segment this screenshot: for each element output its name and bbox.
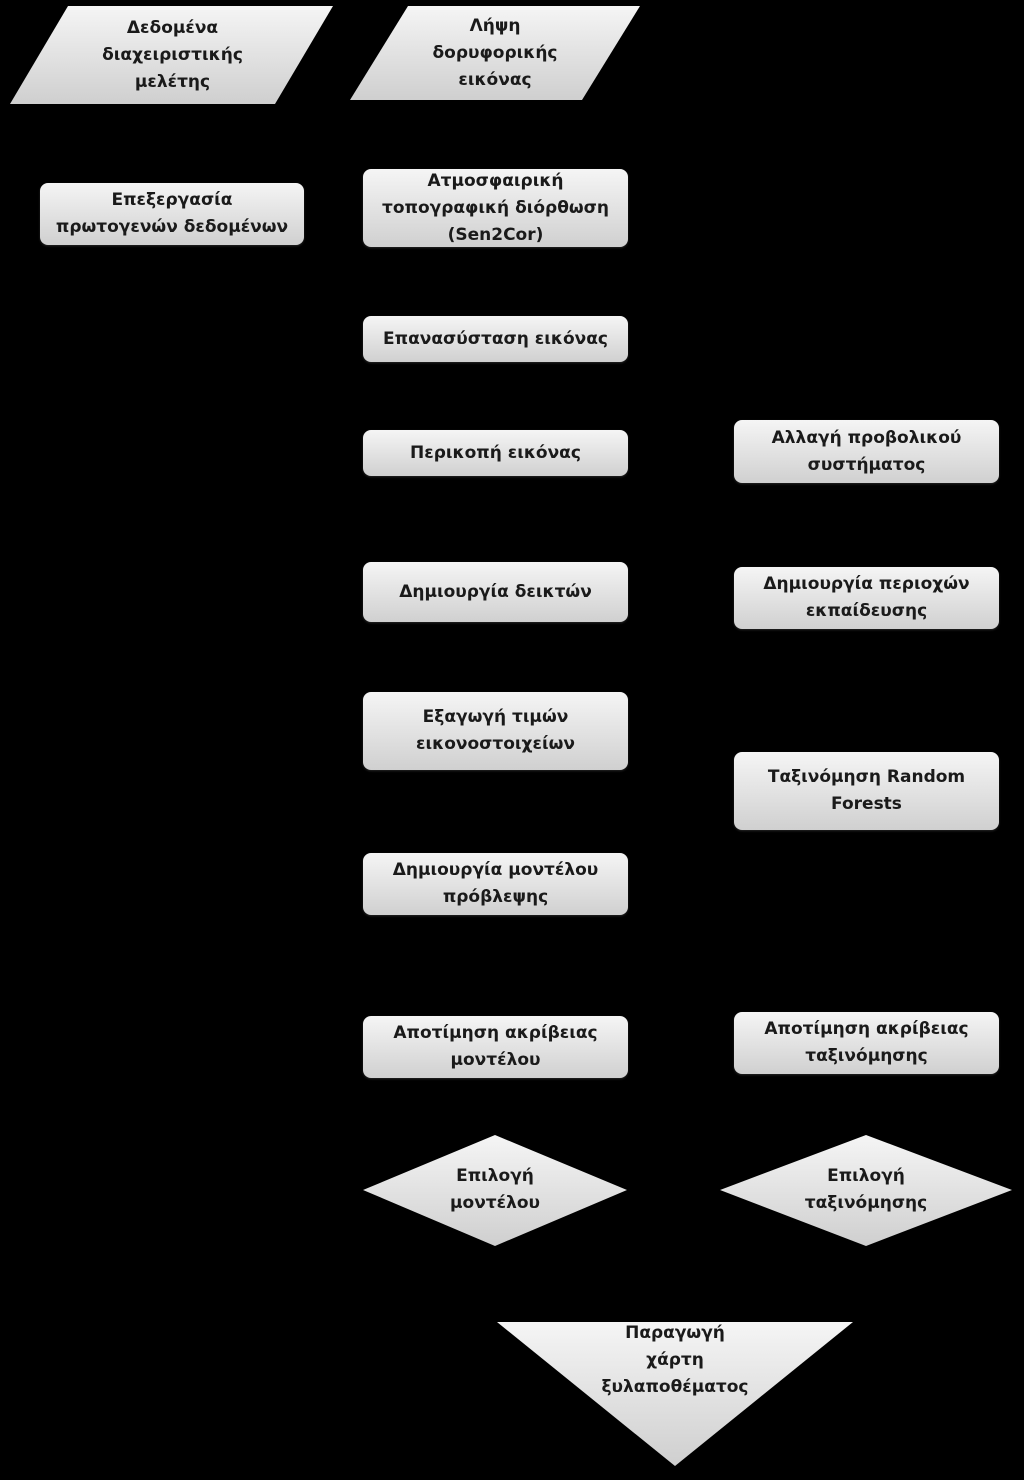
raw-processing-node: Επεξεργασία πρωτογενών δεδομένων xyxy=(40,183,304,245)
classification-selection-diamond xyxy=(720,1135,1012,1246)
clipping-node: Περικοπή εικόνας xyxy=(363,430,628,476)
resampling-node: Επανασύσταση εικόνας xyxy=(363,316,628,362)
atmospheric-correction-node: Ατμοσφαιρική τοπογραφική διόρθωση (Sen2C… xyxy=(363,169,628,247)
model-creation-node: Δημιουργία μοντέλου πρόβλεψης xyxy=(363,853,628,915)
map-production-triangle xyxy=(497,1322,853,1466)
study-data-parallelogram xyxy=(10,6,333,104)
training-areas-node: Δημιουργία περιοχών εκπαίδευσης xyxy=(734,567,999,629)
model-accuracy-node: Αποτίμηση ακρίβειας μοντέλου xyxy=(363,1016,628,1078)
rf-classification-node: Ταξινόμηση Random Forests xyxy=(734,752,999,830)
projection-change-node: Αλλαγή προβολικού συστήματος xyxy=(734,420,999,483)
classification-accuracy-node: Αποτίμηση ακρίβειας ταξινόμησης xyxy=(734,1012,999,1074)
pixel-extraction-node: Εξαγωγή τιμών εικονοστοιχείων xyxy=(363,692,628,770)
index-creation-node: Δημιουργία δεικτών xyxy=(363,562,628,622)
satellite-image-parallelogram xyxy=(350,6,640,100)
model-selection-diamond xyxy=(363,1135,627,1246)
